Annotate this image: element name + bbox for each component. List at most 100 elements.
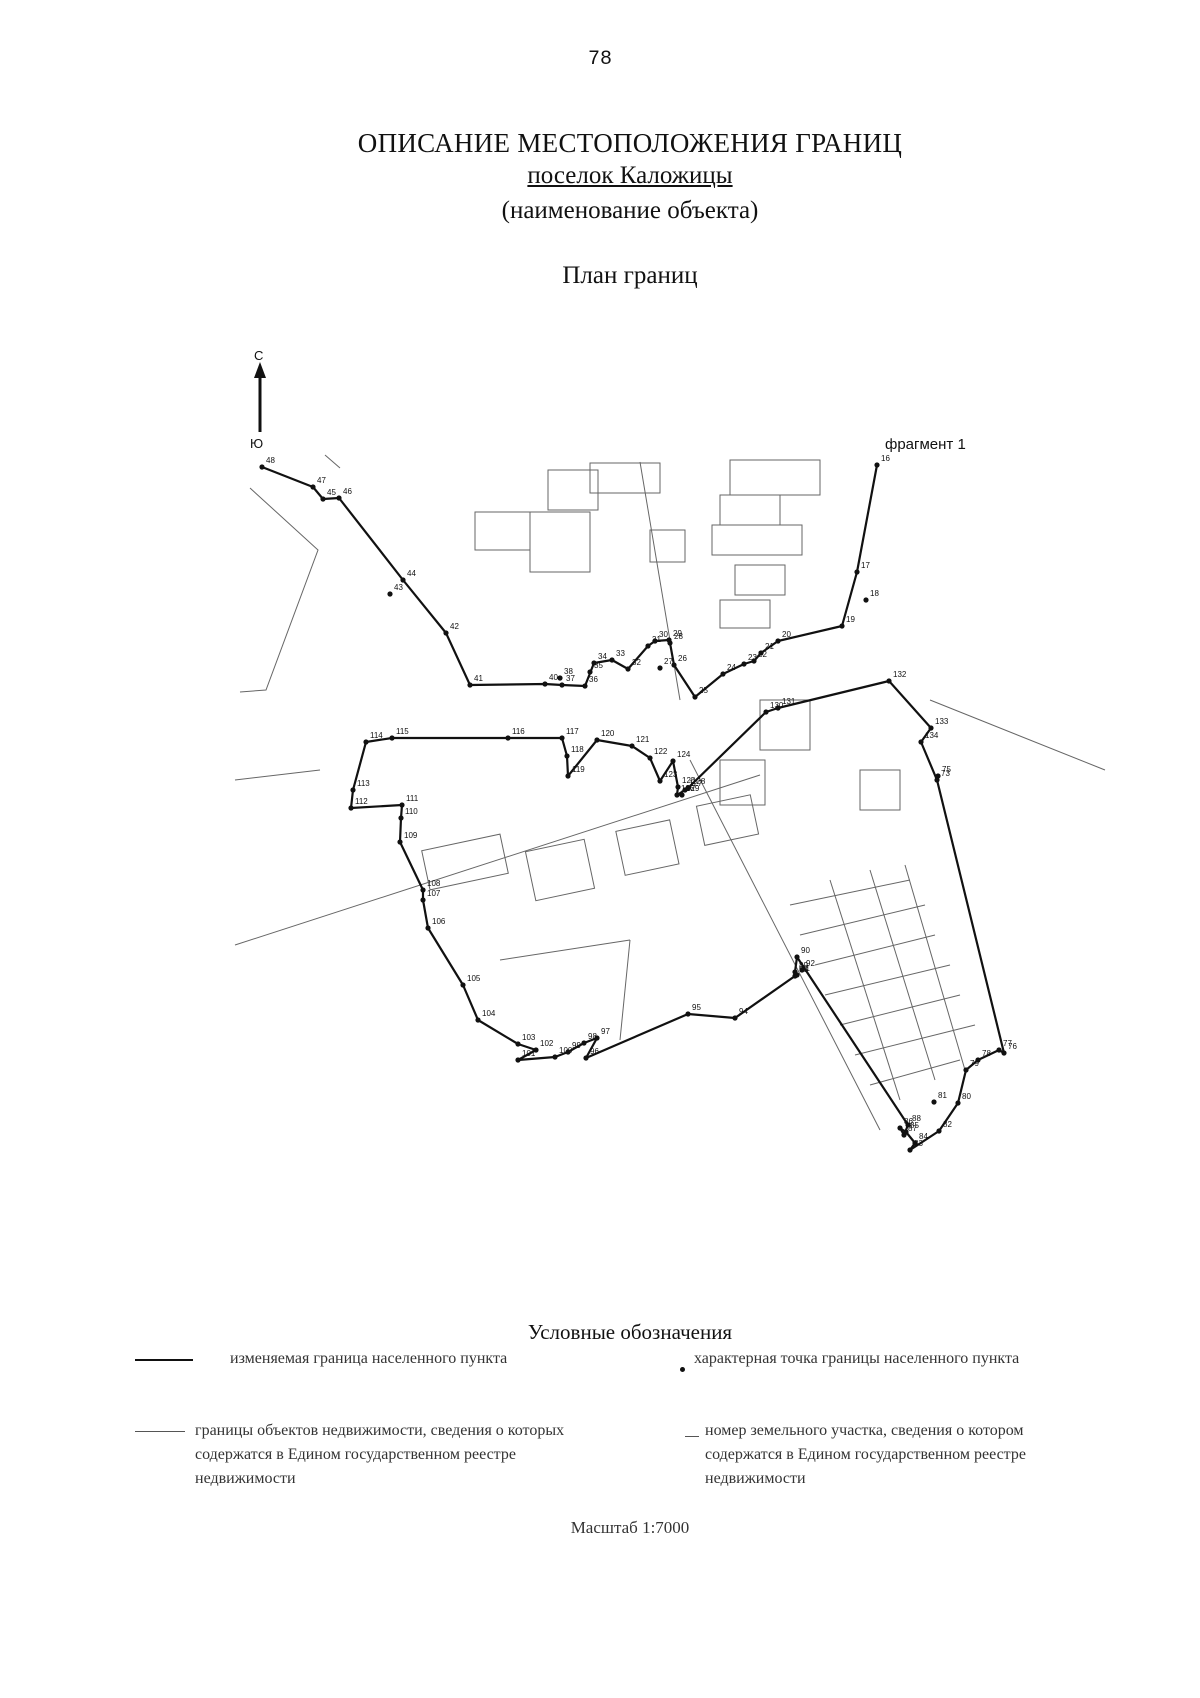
boundary-point-label: 113 <box>357 779 370 788</box>
boundary-point-128 <box>685 785 691 791</box>
boundary-point-label: 130 <box>770 701 784 710</box>
boundary-point-label: 98 <box>588 1032 597 1041</box>
boundary-point-label: 16 <box>881 454 890 463</box>
real-estate-boundaries <box>234 454 1106 1131</box>
boundary-point-73 <box>934 777 940 783</box>
boundary-point-104 <box>475 1017 481 1023</box>
building-outline <box>524 838 596 902</box>
boundary-point-label: 17 <box>861 561 870 570</box>
legend-text: характерная точка границы населенного пу… <box>694 1350 1020 1367</box>
boundary-point-105 <box>460 982 466 988</box>
boundary-point-113 <box>350 787 356 793</box>
building-outline <box>729 459 821 496</box>
boundary-point-85 <box>903 1129 909 1135</box>
page-number: 78 <box>587 48 612 71</box>
boundary-point-label: 86 <box>904 1117 913 1126</box>
boundary-point-112 <box>348 805 354 811</box>
legend-thin-line-icon <box>135 1431 185 1432</box>
boundary-point-label: 99 <box>572 1041 581 1050</box>
boundary-point-76 <box>1001 1050 1007 1056</box>
boundary-point-89 <box>792 969 798 975</box>
boundary-point-110 <box>398 815 404 821</box>
boundary-point-label: 75 <box>942 765 951 774</box>
boundary-point-40 <box>542 681 548 687</box>
boundary-point-48 <box>259 464 265 470</box>
boundary-point-label: 95 <box>692 1003 701 1012</box>
boundary-point-label: 107 <box>427 889 441 898</box>
boundary-point-label: 48 <box>266 456 275 465</box>
boundary-point-label: 108 <box>427 879 441 888</box>
boundary-point-34 <box>591 660 597 666</box>
boundary-point-95 <box>685 1011 691 1017</box>
building-outline <box>615 819 680 876</box>
boundary-point-38 <box>557 675 563 681</box>
building-outline <box>695 794 760 846</box>
north-arrow: С Ю <box>250 348 266 451</box>
parcel-grid <box>789 864 976 1101</box>
legend-thick-line-icon <box>135 1359 193 1361</box>
boundary-point-label: 46 <box>343 487 352 496</box>
boundary-point-44 <box>400 577 406 583</box>
road-line <box>234 769 321 781</box>
boundary-point-41 <box>467 682 473 688</box>
boundary-point-84 <box>912 1140 918 1146</box>
parcel-outline <box>929 699 1106 771</box>
legend-title: Условные обозначения <box>527 1320 733 1344</box>
building-outline <box>759 699 811 751</box>
boundary-point-label: 19 <box>846 615 855 624</box>
boundary-point-126 <box>674 792 680 798</box>
parcel-outline <box>619 939 631 1041</box>
boundary-point-114 <box>363 739 369 745</box>
boundary-point-124 <box>670 758 676 764</box>
boundary-point-116 <box>505 735 511 741</box>
boundary-point-label: 92 <box>806 959 815 968</box>
boundary-point-28 <box>667 640 673 646</box>
boundary-point-label: 83 <box>914 1139 923 1148</box>
boundary-point-label: 105 <box>467 974 481 983</box>
boundary-point-label: 94 <box>739 1007 748 1016</box>
boundary-point-label: 27 <box>664 657 673 666</box>
boundary-point-37 <box>559 682 565 688</box>
legend-text: границы объектов недвижимости, сведения … <box>195 1422 565 1487</box>
boundary-point-18 <box>863 597 869 603</box>
boundary-point-label: 44 <box>407 569 416 578</box>
north-arrow-head-icon <box>254 362 266 378</box>
boundary-point-label: 132 <box>893 670 907 679</box>
boundary-point-label: 89 <box>799 961 808 970</box>
parcel-outline <box>324 454 341 469</box>
boundary-point-27 <box>657 665 663 671</box>
boundary-point-label: 30 <box>659 630 668 639</box>
boundary-point-label: 18 <box>870 589 879 598</box>
boundary-point-label: 38 <box>564 667 573 676</box>
boundary-point-label: 106 <box>432 917 446 926</box>
boundary-point-90 <box>794 954 800 960</box>
scale-label: Масштаб 1:7000 <box>570 1518 690 1537</box>
boundary-point-label: 124 <box>677 750 691 759</box>
boundary-point-120 <box>594 737 600 743</box>
boundary-point-label: 103 <box>522 1033 536 1042</box>
building-outline <box>547 469 599 511</box>
boundary-point-86 <box>897 1125 903 1131</box>
object-name: поселок Каложицы <box>527 162 733 189</box>
boundary-point-23 <box>741 661 747 667</box>
boundary-point-96 <box>583 1055 589 1061</box>
boundary-point-label: 110 <box>405 807 418 816</box>
boundary-point-label: 34 <box>598 652 607 661</box>
boundary-point-42 <box>443 630 449 636</box>
boundary-point-78 <box>975 1057 981 1063</box>
legend-text: изменяемая граница населенного пункта <box>230 1350 508 1367</box>
boundary-point-99 <box>565 1049 571 1055</box>
boundary-point-123 <box>657 778 663 784</box>
road-line <box>234 774 761 946</box>
boundary-point-label: 29 <box>673 629 682 638</box>
north-label: С <box>254 348 263 363</box>
boundary-point-label: 20 <box>782 630 791 639</box>
boundary-point-label: 23 <box>748 653 757 662</box>
boundary-point-111 <box>399 802 405 808</box>
boundary-point-label: 134 <box>925 731 939 740</box>
boundary-point-label: 47 <box>317 476 326 485</box>
boundary-point-label: 84 <box>919 1132 928 1141</box>
boundary-point-label: 26 <box>678 654 687 663</box>
south-label: Ю <box>250 436 263 451</box>
boundary-point-31 <box>645 643 651 649</box>
